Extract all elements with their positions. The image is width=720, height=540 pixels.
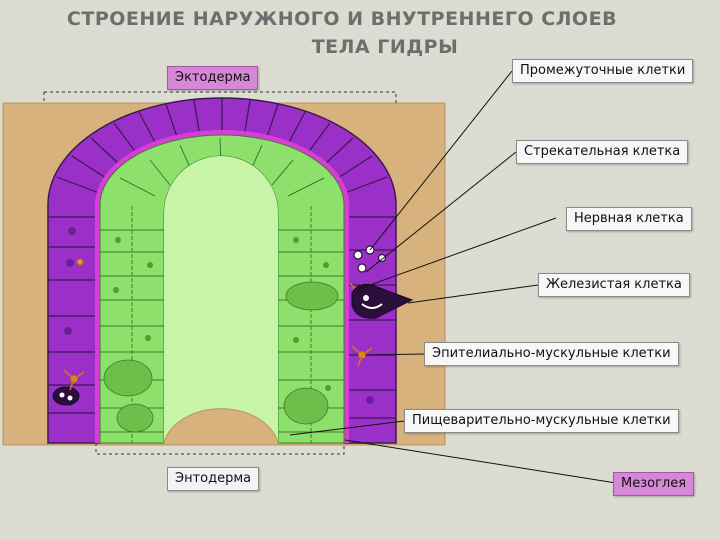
label-stinging-cell: Стрекательная клетка <box>516 140 689 164</box>
label-nerve-cell: Нервная клетка <box>566 207 692 231</box>
endoderm-nuclei <box>113 237 331 391</box>
endoderm-bracket <box>95 443 345 455</box>
label-ectoderm: Эктодерма <box>167 66 259 90</box>
leader-lines <box>289 70 617 484</box>
label-interstitial-cells: Промежуточные клетки <box>512 59 694 83</box>
diagram-title-line2: ТЕЛА ГИДРЫ <box>311 36 459 58</box>
tissue-block-bottom-arch <box>163 408 279 444</box>
label-endoderm: Энтодерма <box>167 467 260 491</box>
glandular-cell <box>351 283 414 319</box>
digestive-vacuoles <box>103 281 339 433</box>
stinging-cell <box>52 386 80 406</box>
interstitial-cells <box>353 245 387 273</box>
label-mesoglea: Мезоглея <box>613 472 695 496</box>
label-epitheliomuscular-cells: Эпителиально-мускульные клетки <box>424 342 679 366</box>
label-digestive-muscular-cells: Пищеварительно-мускульные клетки <box>404 409 679 433</box>
diagram-title-line1: СТРОЕНИЕ НАРУЖНОГО И ВНУТРЕННЕГО СЛОЕВ <box>66 8 618 30</box>
gastric-cavity <box>164 156 278 443</box>
label-glandular-cell: Железистая клетка <box>538 273 690 297</box>
ectoderm-bracket <box>43 91 397 103</box>
